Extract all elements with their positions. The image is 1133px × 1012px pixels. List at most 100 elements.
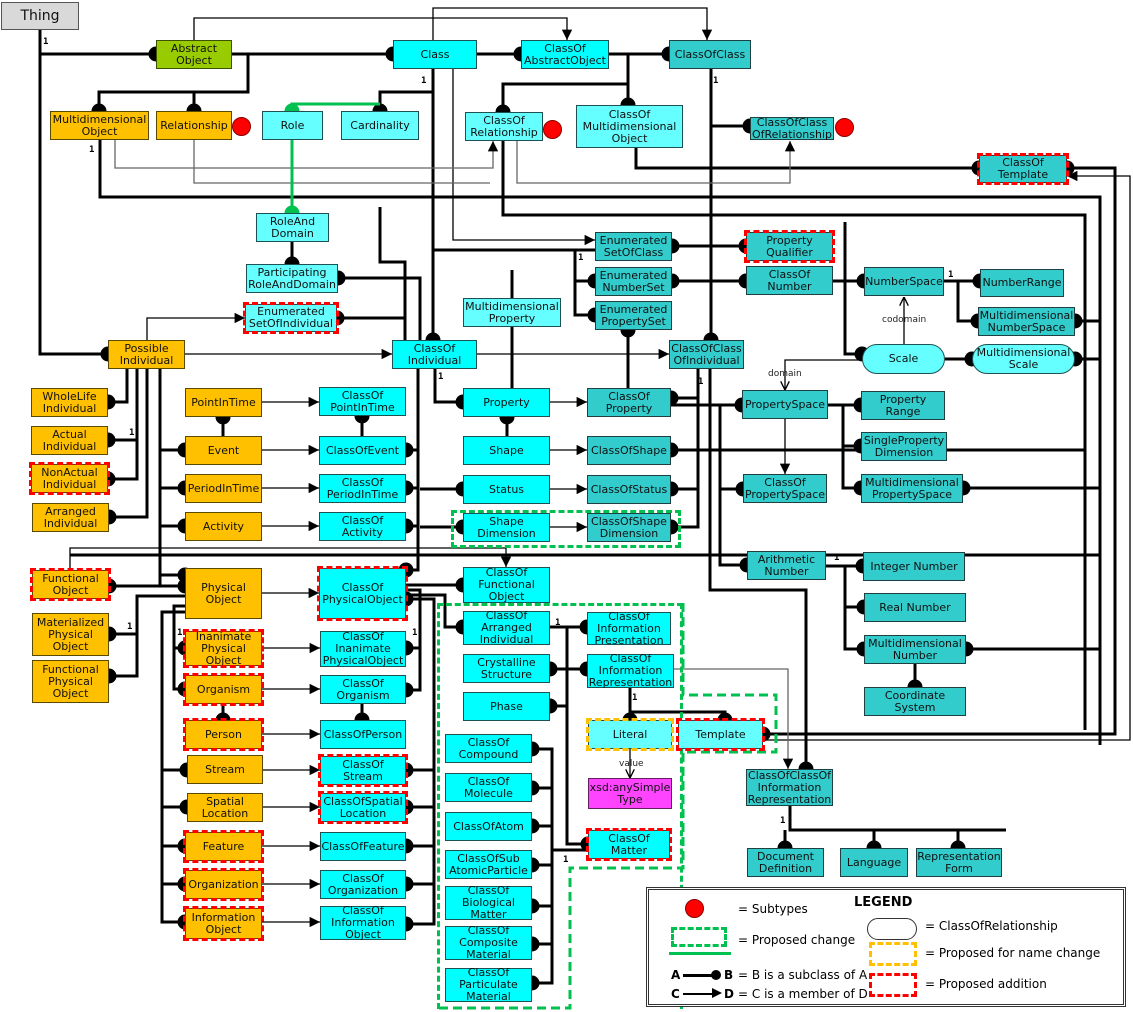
node-class-of-event[interactable]: ClassOfEvent <box>319 436 406 465</box>
node-abstract-object[interactable]: Abstract Object <box>156 40 232 69</box>
node-actual-individual[interactable]: Actual Individual <box>31 426 108 455</box>
node-class-of-abstract-object[interactable]: ClassOf AbstractObject <box>521 40 609 69</box>
node-role-and-domain[interactable]: RoleAnd Domain <box>256 213 329 242</box>
node-class-of-number[interactable]: ClassOf Number <box>746 266 833 295</box>
node-stream[interactable]: Stream <box>187 755 263 784</box>
node-shape-dimension[interactable]: Shape Dimension <box>463 513 550 542</box>
node-class-of-property-space[interactable]: ClassOf PropertySpace <box>743 474 827 503</box>
node-arithmetic-number[interactable]: Arithmetic Number <box>747 551 826 580</box>
node-class-of-template[interactable]: ClassOf Template <box>977 153 1069 185</box>
node-class-of-class-of-information-representation[interactable]: ClassOfClassOf Information Representatio… <box>746 768 833 806</box>
node-class[interactable]: Class <box>393 40 477 69</box>
node-cardinality[interactable]: Cardinality <box>341 111 419 140</box>
node-physical-object[interactable]: Physical Object <box>185 568 262 619</box>
node-multidimensional-object[interactable]: Multidimensional Object <box>50 111 149 140</box>
node-phase[interactable]: Phase <box>463 692 550 721</box>
node-class-of-inanimate-physical-object[interactable]: ClassOf Inanimate PhysicalObject <box>320 631 406 667</box>
node-literal[interactable]: Literal <box>586 718 674 751</box>
node-person[interactable]: Person <box>183 718 264 751</box>
node-spatial-location[interactable]: Spatial Location <box>187 793 263 822</box>
node-class-of-individual[interactable]: ClassOf Individual <box>392 340 477 369</box>
node-functional-physical-object[interactable]: Functional Physical Object <box>32 660 109 703</box>
node-organization[interactable]: Organization <box>183 868 264 901</box>
node-class-of-information-presentation[interactable]: ClassOf Information Presentation <box>587 610 671 646</box>
node-enumerated-property-set[interactable]: Enumerated PropertySet <box>595 301 672 330</box>
node-number-range[interactable]: NumberRange <box>980 269 1064 297</box>
node-inanimate-physical-object[interactable]: Inanimate Physical Object <box>183 629 264 668</box>
node-enumerated-set-of-individual[interactable]: Enumerated SetOfIndividual <box>243 302 339 334</box>
node-multidimensional-property[interactable]: Multidimensional Property <box>463 298 561 327</box>
node-class-of-property[interactable]: ClassOf Property <box>587 388 671 417</box>
node-class-of-class-of-individual[interactable]: ClassOfClass OfIndividual <box>669 340 744 369</box>
node-number-space[interactable]: NumberSpace <box>864 267 944 296</box>
node-class-of-stream[interactable]: ClassOf Stream <box>318 754 408 787</box>
node-xsd-any-simple-type[interactable]: xsd:anySimple Type <box>588 778 672 809</box>
node-coordinate-system[interactable]: Coordinate System <box>864 687 966 716</box>
node-functional-object[interactable]: Functional Object <box>30 568 111 601</box>
node-participating-role-and-domain[interactable]: Participating RoleAndDomain <box>246 264 338 293</box>
node-class-of-matter[interactable]: ClassOf Matter <box>586 828 672 861</box>
node-multidimensional-scale[interactable]: Multidimensional Scale <box>972 344 1075 374</box>
node-class-of-period-in-time[interactable]: ClassOf PeriodInTime <box>319 474 406 503</box>
node-class-of-molecule[interactable]: ClassOf Molecule <box>445 773 532 802</box>
node-representation-form[interactable]: Representation Form <box>916 848 1002 877</box>
node-document-definition[interactable]: Document Definition <box>747 848 824 877</box>
node-status[interactable]: Status <box>463 475 550 504</box>
node-class-of-point-in-time[interactable]: ClassOf PointInTime <box>319 387 406 416</box>
node-class-of-organization[interactable]: ClassOf Organization <box>320 870 406 899</box>
node-template[interactable]: Template <box>676 718 765 751</box>
node-class-of-biological-matter[interactable]: ClassOf Biological Matter <box>445 885 532 921</box>
node-whole-life-individual[interactable]: WholeLife Individual <box>31 388 108 417</box>
node-property-range[interactable]: Property Range <box>861 391 945 420</box>
node-activity[interactable]: Activity <box>185 512 262 541</box>
node-enumerated-set-of-class[interactable]: Enumerated SetOfClass <box>595 232 672 261</box>
node-class-of-person[interactable]: ClassOfPerson <box>320 720 406 749</box>
node-class-of-arranged-individual[interactable]: ClassOf Arranged Individual <box>463 610 550 646</box>
node-event[interactable]: Event <box>185 436 262 465</box>
node-class-of-atom[interactable]: ClassOfAtom <box>445 812 532 841</box>
node-class-of-spatial-location[interactable]: ClassOfSpatial Location <box>318 791 408 824</box>
node-class-of-functional-object[interactable]: ClassOf Functional Object <box>463 567 550 603</box>
node-property[interactable]: Property <box>463 388 550 417</box>
node-class-of-compound[interactable]: ClassOf Compound <box>445 734 532 763</box>
node-class-of-sub-atomic-particle[interactable]: ClassOfSub AtomicParticle <box>445 850 532 879</box>
node-relationship[interactable]: Relationship <box>156 111 232 140</box>
node-class-of-feature[interactable]: ClassOfFeature <box>320 832 406 861</box>
node-class-of-shape-dimension[interactable]: ClassOfShape Dimension <box>587 513 671 542</box>
node-enumerated-number-set[interactable]: Enumerated NumberSet <box>595 267 672 296</box>
node-scale[interactable]: Scale <box>862 344 945 374</box>
node-class-of-status[interactable]: ClassOfStatus <box>587 475 671 504</box>
node-class-of-multidimensional-object[interactable]: ClassOf Multidimensional Object <box>576 105 683 148</box>
node-class-of-relationship[interactable]: ClassOf Relationship <box>465 112 543 141</box>
node-class-of-information-representation[interactable]: ClassOf Information Representation <box>587 652 674 689</box>
node-class-of-information-object[interactable]: ClassOf Information Object <box>320 905 406 941</box>
node-property-qualifier[interactable]: Property Qualifier <box>744 230 835 263</box>
node-single-property-dimension[interactable]: SingleProperty Dimension <box>861 432 947 461</box>
node-shape[interactable]: Shape <box>463 436 550 465</box>
node-role[interactable]: Role <box>262 111 323 140</box>
node-non-actual-individual[interactable]: NonActual Individual <box>29 462 110 495</box>
node-information-object[interactable]: Information Object <box>183 906 264 941</box>
node-class-of-class[interactable]: ClassOfClass <box>669 40 751 69</box>
node-crystalline-structure[interactable]: Crystalline Structure <box>463 654 550 683</box>
node-integer-number[interactable]: Integer Number <box>863 552 965 581</box>
node-materialized-physical-object[interactable]: Materialized Physical Object <box>32 613 109 656</box>
node-language[interactable]: Language <box>840 848 908 877</box>
node-property-space[interactable]: PropertySpace <box>742 390 828 419</box>
node-multidimensional-number-space[interactable]: Multidimensional NumberSpace <box>978 307 1075 336</box>
node-period-in-time[interactable]: PeriodInTime <box>185 474 262 503</box>
node-class-of-organism[interactable]: ClassOf Organism <box>320 675 406 704</box>
node-real-number[interactable]: Real Number <box>864 593 966 622</box>
node-arranged-individual[interactable]: Arranged Individual <box>32 503 109 532</box>
node-thing[interactable]: Thing <box>1 2 79 30</box>
node-point-in-time[interactable]: PointInTime <box>185 388 262 417</box>
node-class-of-class-of-relationship[interactable]: ClassOfClass OfRelationship <box>750 115 834 141</box>
node-feature[interactable]: Feature <box>183 830 264 863</box>
node-multidimensional-number[interactable]: Multidimensional Number <box>864 635 966 664</box>
node-organism[interactable]: Organism <box>183 673 264 706</box>
node-multidimensional-property-space[interactable]: Multidimensional PropertySpace <box>861 474 963 503</box>
node-class-of-composite-material[interactable]: ClassOf Composite Material <box>445 925 532 961</box>
node-class-of-activity[interactable]: ClassOf Activity <box>319 512 406 541</box>
node-class-of-particulate-material[interactable]: ClassOf Particulate Material <box>445 967 532 1003</box>
node-class-of-shape[interactable]: ClassOfShape <box>587 436 671 465</box>
